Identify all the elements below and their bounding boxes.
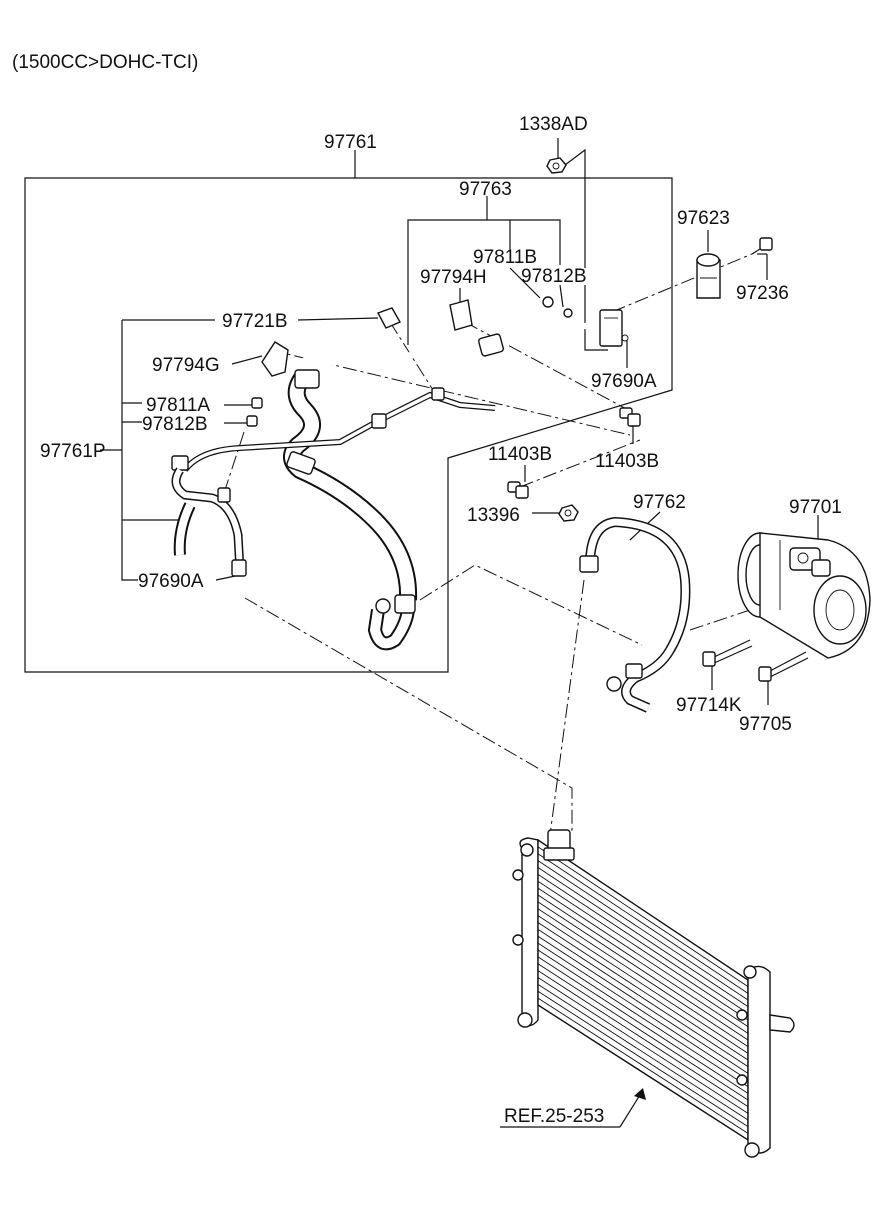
label-97812B-left: 97812B xyxy=(142,414,208,435)
bracket-97761P xyxy=(100,319,215,581)
label-97690A-right: 97690A xyxy=(591,371,657,392)
bolt-97705 xyxy=(758,651,809,682)
label-97714K: 97714K xyxy=(676,695,742,716)
bolt-11403B-right xyxy=(619,407,641,427)
label-97623: 97623 xyxy=(677,208,730,229)
bracket-97763 xyxy=(407,196,561,345)
label-97701: 97701 xyxy=(789,497,842,518)
label-13396: 13396 xyxy=(467,505,520,526)
ref-pointer xyxy=(500,1088,646,1128)
label-97811A: 97811A xyxy=(146,395,210,416)
label-97811B: 97811B xyxy=(473,247,537,268)
label-1338AD: 1338AD xyxy=(519,114,588,135)
label-97761P: 97761P xyxy=(40,441,106,462)
bolt-97714K xyxy=(702,639,753,667)
receiver-drier-97623 xyxy=(696,253,721,299)
leader-1338AD xyxy=(557,138,608,351)
hose-liquid-line xyxy=(297,309,623,371)
parts-small xyxy=(246,296,629,427)
label-97236: 97236 xyxy=(736,283,789,304)
hose-discharge-line xyxy=(171,387,496,577)
label-97705: 97705 xyxy=(739,714,792,735)
label-97763: 97763 xyxy=(459,179,512,200)
label-97690A-left: 97690A xyxy=(138,571,204,592)
label-97761: 97761 xyxy=(324,132,377,153)
bolt-11403B-mid xyxy=(507,481,529,499)
label-11403B-mid: 11403B xyxy=(488,444,552,465)
bolt-97236 xyxy=(751,237,773,255)
variant-heading: (1500CC>DOHC-TCI) xyxy=(12,52,198,73)
hose-suction-line xyxy=(283,369,418,651)
nut-1338AD xyxy=(546,157,567,174)
label-97794G: 97794G xyxy=(152,355,220,376)
condenser xyxy=(512,829,795,1158)
label-11403B-right: 11403B xyxy=(595,451,659,472)
label-ref: REF.25-253 xyxy=(504,1106,604,1127)
assembly-box-97761 xyxy=(24,150,673,673)
label-97762: 97762 xyxy=(633,492,686,513)
label-97721B: 97721B xyxy=(222,311,288,332)
compressor-97701 xyxy=(737,532,871,659)
hose-97762 xyxy=(579,516,691,713)
part-labels: 97761 1338AD 97763 97623 97811B 97812B 9… xyxy=(40,114,842,1127)
nut-13396 xyxy=(558,504,579,522)
label-97794H: 97794H xyxy=(420,267,487,288)
label-97812B-top: 97812B xyxy=(521,266,587,287)
